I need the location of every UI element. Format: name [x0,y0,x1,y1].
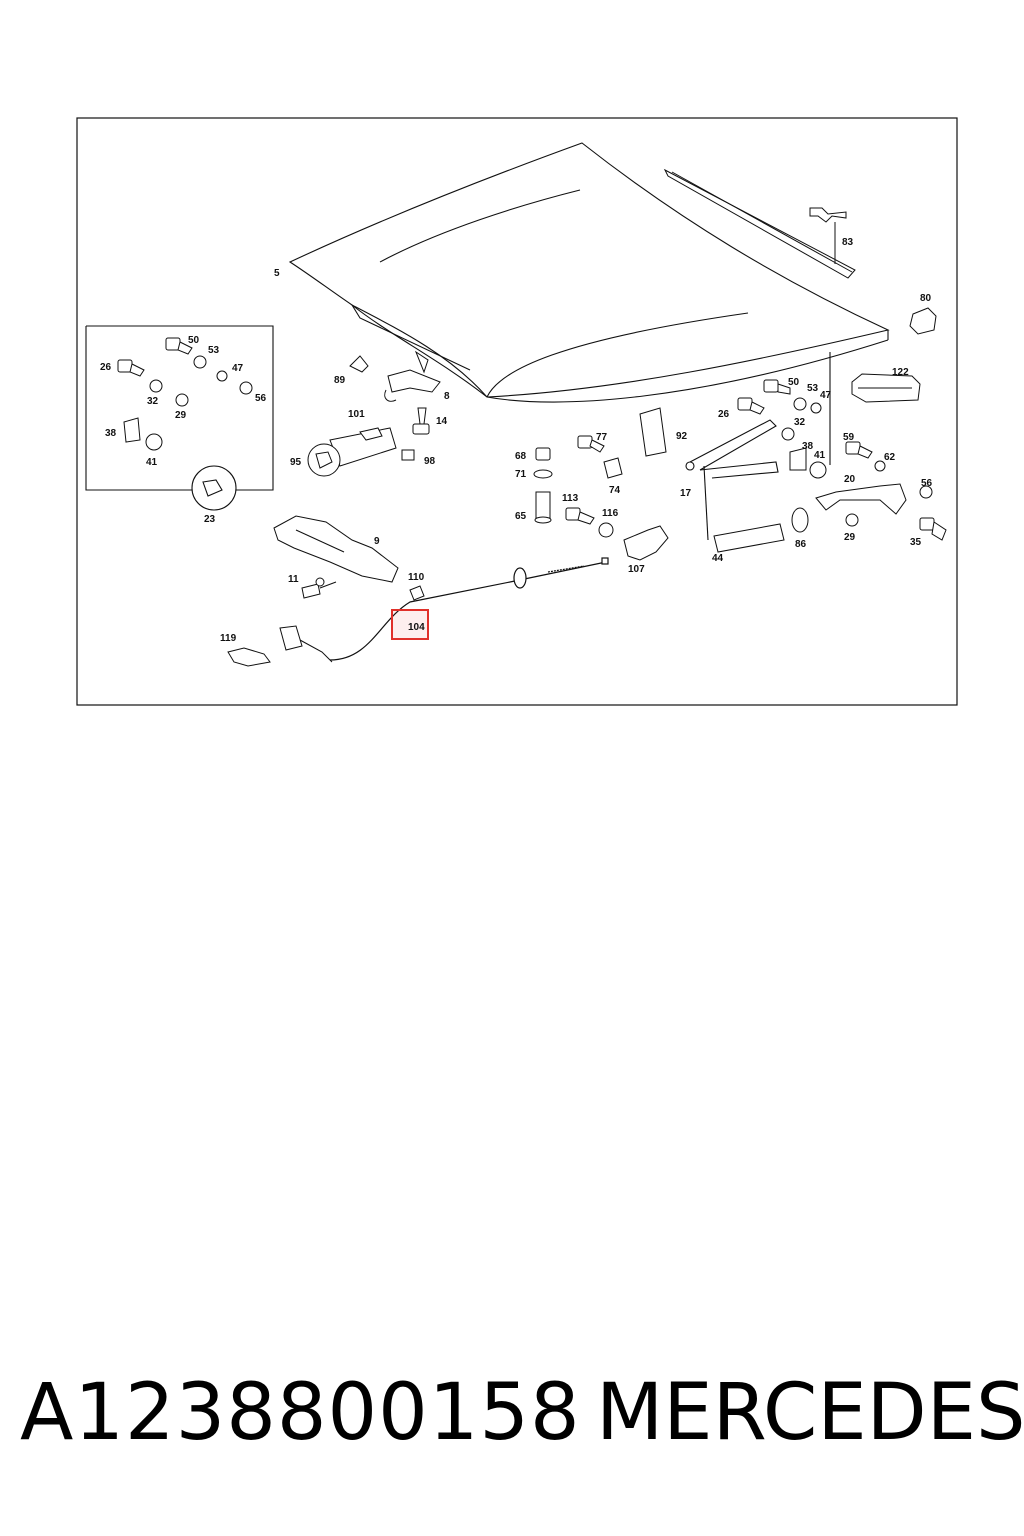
inset-detail [85,325,274,511]
callout: 83 [842,237,854,248]
callout: 98 [424,456,436,467]
callout: 62 [884,452,896,463]
callout: 65 [515,511,527,522]
callout: 89 [334,375,346,386]
highlighted-callout-104: 104 [408,622,425,633]
callout: 41 [146,457,158,468]
callout: 80 [920,293,932,304]
callout: 116 [602,508,619,519]
callout: 122 [892,367,909,378]
washer-86 [791,507,809,533]
lock-parts-113-116-107 [565,507,669,561]
parts-diagram: 5 83 80 89 8 14 101 95 98 9 11 110 119 1… [0,0,1024,760]
callout: 86 [795,539,807,550]
brand-name: MERCEDES [596,1368,1024,1458]
callout: 50 [188,335,200,346]
callout: 53 [208,345,220,356]
callout: 59 [843,432,855,443]
callout: 77 [596,432,608,443]
callout: 56 [921,478,933,489]
callout: 50 [788,377,800,388]
release-lever-95 [307,427,397,477]
striker-8 [384,350,441,402]
callout: 92 [676,431,688,442]
callout: 38 [802,441,814,452]
callout: 119 [220,633,237,644]
callout: 11 [288,574,299,585]
callout-labels: 5 83 80 89 8 14 101 95 98 9 11 110 119 1… [100,237,933,644]
pin-98 [401,449,415,461]
callout: 35 [910,537,922,548]
callout: 29 [175,410,187,421]
callout: 5 [274,268,280,279]
bracket-9 [273,515,399,583]
exploded-view-svg: 5 83 80 89 8 14 101 95 98 9 11 110 119 1… [76,117,958,706]
callout: 38 [105,428,117,439]
callout: 29 [844,532,856,543]
caption-bar: A1238800158 MERCEDES [0,1368,1024,1478]
callout: 9 [374,536,380,547]
bracket-92 [639,407,667,457]
callout: 32 [147,396,159,407]
weatherstrip [663,168,856,279]
highlight-box [391,609,429,640]
callout: 101 [348,409,365,420]
release-cable-104 [329,557,609,661]
callout: 20 [844,474,856,485]
callout: 47 [232,363,244,374]
callout: 56 [255,393,267,404]
callout: 107 [628,564,645,575]
fasteners-68-71-65 [533,447,553,524]
right-hardware [737,379,947,541]
callout: 32 [794,417,806,428]
callout: 110 [408,572,425,583]
callout: 8 [444,391,450,402]
callout: 26 [100,362,112,373]
bumper-80 [909,307,937,335]
callout: 71 [515,469,527,480]
callout: 17 [680,488,692,499]
bolt-11 [301,577,337,599]
callout: 14 [436,416,448,427]
callout: 74 [609,485,621,496]
part-number: A1238800158 [20,1368,581,1458]
cable-end-119 [227,625,333,667]
callout: 53 [807,383,819,394]
spring-44 [713,523,785,553]
hinge-17 [685,419,779,541]
hood-panel [288,142,890,465]
screw-77 [577,435,605,453]
clip-89 [349,355,369,373]
screw-14 [412,407,430,435]
callout: 95 [290,457,302,468]
callout: 44 [712,553,724,564]
clip-110 [409,585,425,601]
clip-83 [809,207,847,223]
callout: 41 [814,450,826,461]
inset-hardware [117,337,253,451]
diagram-border [76,117,958,706]
callout: 26 [718,409,730,420]
callout: 23 [204,514,216,525]
clip-74 [603,457,623,479]
callout: 68 [515,451,527,462]
callout: 113 [562,493,579,504]
callout: 47 [820,390,832,401]
